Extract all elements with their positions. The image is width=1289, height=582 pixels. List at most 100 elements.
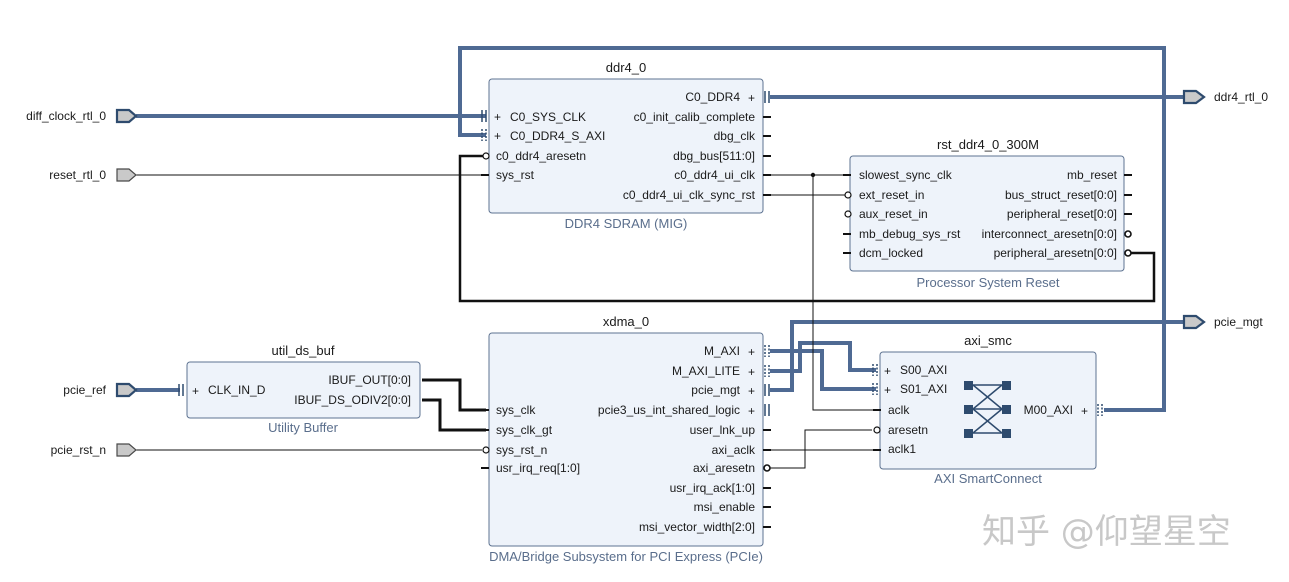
pin-m-axi-lite[interactable]: M_AXI_LITE bbox=[672, 364, 740, 378]
block-title: rst_ddr4_0_300M bbox=[937, 137, 1039, 152]
junction-dot bbox=[810, 172, 816, 178]
pin-ibuf-ds-odiv2[interactable]: IBUF_DS_ODIV2[0:0] bbox=[294, 393, 411, 407]
plus-icon[interactable]: + bbox=[494, 110, 501, 124]
inverted-pin-icon bbox=[482, 152, 490, 160]
block-title: axi_smc bbox=[964, 333, 1012, 348]
pin-pcie-mgt[interactable]: pcie_mgt bbox=[691, 383, 740, 397]
plus-icon[interactable]: + bbox=[748, 384, 755, 398]
inverted-pin-icon bbox=[763, 464, 771, 472]
port-reset-rtl-0[interactable]: reset_rtl_0 bbox=[49, 168, 137, 182]
pin-ext-reset-in[interactable]: ext_reset_in bbox=[859, 188, 924, 202]
block-axi-smc[interactable]: axi_smc AXI SmartConnect + + S00_AXI S01… bbox=[872, 333, 1103, 486]
block-util-ds-buf[interactable]: util_ds_buf Utility Buffer + CLK_IN_D IB… bbox=[178, 343, 421, 435]
port-pcie-rst-n[interactable]: pcie_rst_n bbox=[51, 443, 137, 457]
pin-sys-clk[interactable]: sys_clk bbox=[496, 403, 536, 417]
pin-c0-ddr4-aresetn[interactable]: c0_ddr4_aresetn bbox=[496, 149, 586, 163]
wire-ibuf-out[interactable] bbox=[422, 378, 486, 412]
plus-icon[interactable]: + bbox=[748, 91, 755, 105]
pin-usr-irq-ack[interactable]: usr_irq_ack[1:0] bbox=[670, 481, 755, 495]
pin-c0-ddr4-s-axi[interactable]: C0_DDR4_S_AXI bbox=[510, 129, 605, 143]
block-title: ddr4_0 bbox=[606, 60, 646, 75]
plus-icon[interactable]: + bbox=[884, 364, 891, 378]
pin-m00-axi[interactable]: M00_AXI bbox=[1024, 403, 1073, 417]
pin-pcie3-us-int-shared-logic[interactable]: pcie3_us_int_shared_logic bbox=[598, 403, 740, 417]
pin-mb-debug-sys-rst[interactable]: mb_debug_sys_rst bbox=[859, 227, 961, 241]
block-xdma-0[interactable]: xdma_0 DMA/Bridge Subsystem for PCI Expr… bbox=[481, 314, 771, 564]
pin-dcm-locked[interactable]: dcm_locked bbox=[859, 246, 923, 260]
plus-icon[interactable]: + bbox=[748, 404, 755, 418]
pin-interconnect-aresetn[interactable]: interconnect_aresetn[0:0] bbox=[982, 227, 1117, 241]
block-title: xdma_0 bbox=[603, 314, 649, 329]
pin-msi-vector-width[interactable]: msi_vector_width[2:0] bbox=[639, 520, 755, 534]
bus-interface-marker bbox=[764, 345, 770, 416]
pin-sys-rst-n[interactable]: sys_rst_n bbox=[496, 443, 547, 457]
port-ddr4-rtl-0[interactable]: ddr4_rtl_0 bbox=[1182, 89, 1268, 105]
bus-interface-marker bbox=[872, 364, 1103, 416]
pin-sys-clk-gt[interactable]: sys_clk_gt bbox=[496, 423, 553, 437]
pin-aresetn[interactable]: aresetn bbox=[888, 423, 928, 437]
plus-icon[interactable]: + bbox=[748, 345, 755, 359]
pin-slowest-sync-clk[interactable]: slowest_sync_clk bbox=[859, 168, 953, 182]
wire-axi-aresetn[interactable] bbox=[770, 429, 872, 469]
pin-aux-reset-in[interactable]: aux_reset_in bbox=[859, 207, 928, 221]
pin-c0-ddr4-ui-clk[interactable]: c0_ddr4_ui_clk bbox=[674, 168, 756, 182]
pin-usr-irq-req[interactable]: usr_irq_req[1:0] bbox=[496, 461, 580, 475]
pin-c0-sys-clk[interactable]: C0_SYS_CLK bbox=[510, 110, 586, 124]
plus-icon[interactable]: + bbox=[1081, 404, 1088, 418]
inverted-pin-icon bbox=[873, 426, 881, 434]
inverted-pin-icon bbox=[482, 446, 490, 454]
watermark-text: 知乎 @仰望星空 bbox=[982, 512, 1231, 552]
pin-aclk1[interactable]: aclk1 bbox=[888, 442, 916, 456]
pin-peripheral-aresetn[interactable]: peripheral_aresetn[0:0] bbox=[994, 246, 1117, 260]
pin-ibuf-out[interactable]: IBUF_OUT[0:0] bbox=[328, 373, 411, 387]
pin-m-axi[interactable]: M_AXI bbox=[704, 344, 740, 358]
plus-icon[interactable]: + bbox=[192, 384, 199, 398]
bus-smc-m00-to-ddr4-axi[interactable] bbox=[458, 46, 1166, 412]
pin-peripheral-reset[interactable]: peripheral_reset[0:0] bbox=[1007, 207, 1117, 221]
port-label: pcie_rst_n bbox=[51, 443, 106, 457]
port-diff-clock-rtl-0[interactable]: diff_clock_rtl_0 bbox=[26, 108, 138, 124]
block-subtitle: DMA/Bridge Subsystem for PCI Express (PC… bbox=[489, 549, 763, 564]
bus-pcie-mgt[interactable] bbox=[770, 320, 1184, 392]
pin-sys-rst[interactable]: sys_rst bbox=[496, 168, 535, 182]
pin-s00-axi[interactable]: S00_AXI bbox=[900, 363, 947, 377]
wire-ui-clk-to-aclk[interactable] bbox=[812, 175, 876, 411]
pin-bus-struct-reset[interactable]: bus_struct_reset[0:0] bbox=[1005, 188, 1117, 202]
port-label: pcie_ref bbox=[63, 383, 106, 397]
pin-axi-aresetn[interactable]: axi_aresetn bbox=[693, 461, 755, 475]
bus-m-axi-lite-to-s00[interactable] bbox=[770, 341, 876, 373]
pin-axi-aclk[interactable]: axi_aclk bbox=[712, 443, 756, 457]
wire-ibuf-odiv2[interactable] bbox=[422, 398, 486, 432]
block-rst-ddr4-0-300m[interactable]: rst_ddr4_0_300M Processor System Reset s… bbox=[843, 137, 1132, 290]
pin-dbg-bus[interactable]: dbg_bus[511:0] bbox=[673, 149, 755, 163]
plus-icon[interactable]: + bbox=[494, 129, 501, 143]
bus-interface-marker bbox=[481, 110, 487, 141]
block-ddr4-0[interactable]: ddr4_0 DDR4 SDRAM (MIG) + + C0_SYS_CLK C… bbox=[481, 60, 771, 231]
bus-m-axi-to-s01[interactable] bbox=[770, 349, 876, 391]
pin-mb-reset[interactable]: mb_reset bbox=[1067, 168, 1118, 182]
pin-s01-axi[interactable]: S01_AXI bbox=[900, 382, 947, 396]
crossbar-icon bbox=[964, 381, 1011, 438]
port-pcie-ref[interactable]: pcie_ref bbox=[63, 382, 138, 398]
pin-c0-init-calib-complete[interactable]: c0_init_calib_complete bbox=[634, 110, 756, 124]
port-label: reset_rtl_0 bbox=[49, 168, 106, 182]
pin-clk-in-d[interactable]: CLK_IN_D bbox=[208, 383, 266, 397]
block-subtitle: Utility Buffer bbox=[268, 420, 339, 435]
pin-user-lnk-up[interactable]: user_lnk_up bbox=[690, 423, 756, 437]
block-title: util_ds_buf bbox=[272, 343, 335, 358]
pin-c0-ddr4[interactable]: C0_DDR4 bbox=[685, 90, 740, 104]
wire-peripheral-aresetn-loop[interactable] bbox=[458, 154, 1156, 303]
plus-icon[interactable]: + bbox=[748, 365, 755, 379]
pin-msi-enable[interactable]: msi_enable bbox=[694, 500, 756, 514]
port-label: diff_clock_rtl_0 bbox=[26, 109, 106, 123]
port-pcie-mgt[interactable]: pcie_mgt bbox=[1182, 314, 1263, 330]
pin-dbg-clk[interactable]: dbg_clk bbox=[714, 129, 756, 143]
pin-c0-ddr4-ui-clk-sync-rst[interactable]: c0_ddr4_ui_clk_sync_rst bbox=[623, 188, 756, 202]
pin-aclk[interactable]: aclk bbox=[888, 403, 910, 417]
block-subtitle: AXI SmartConnect bbox=[934, 471, 1042, 486]
inverted-pin-icon bbox=[1124, 230, 1132, 238]
block-subtitle: DDR4 SDRAM (MIG) bbox=[565, 216, 688, 231]
plus-icon[interactable]: + bbox=[884, 383, 891, 397]
port-label: pcie_mgt bbox=[1214, 315, 1263, 329]
